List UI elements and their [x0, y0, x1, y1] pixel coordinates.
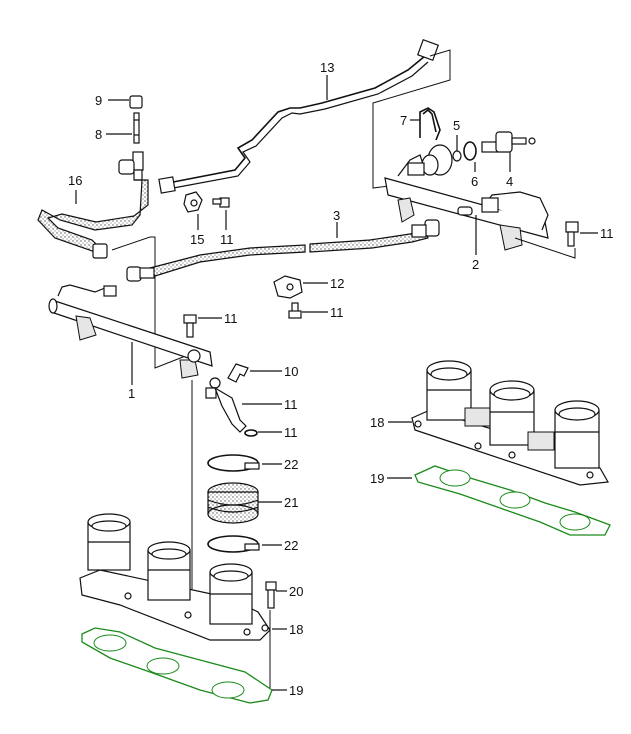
callout-4: 4: [506, 174, 513, 189]
callout-20: 20: [289, 584, 303, 599]
fuel-rail-1: [48, 284, 213, 379]
intake-manifold-18-left: [79, 513, 271, 641]
manifold-gasket-19-right: [414, 465, 611, 536]
hose-clamp-22-bottom: [207, 535, 260, 553]
guide-line: [372, 49, 451, 189]
fuel-hose-17: [37, 179, 149, 253]
hose-17-fitting: [92, 243, 108, 259]
callout-11: 11: [330, 305, 344, 320]
line-clamp-16: [183, 191, 203, 213]
callout-14: 12: [330, 276, 344, 291]
callout-1: 1: [128, 386, 135, 401]
bolt-11-right: [565, 221, 579, 247]
fuel-hose-3-right: [309, 229, 429, 253]
test-valve-8: [133, 112, 140, 144]
hose-clamp-22-top: [207, 454, 260, 472]
hose-3-fitting-right: [411, 219, 440, 238]
o-ring-6: [463, 141, 477, 161]
injector-clip-10: [227, 363, 249, 383]
valve-cap-9: [129, 95, 143, 109]
fuel-line-15: [158, 38, 440, 194]
callout-17: 16: [68, 173, 82, 188]
callout-9: 9: [95, 93, 102, 108]
callout-22: 22: [284, 457, 298, 472]
callout-5: 5: [453, 118, 460, 133]
retaining-clip-7: [419, 107, 441, 141]
callout-15: 13: [320, 60, 334, 75]
bolt-11-mid: [183, 314, 197, 338]
intake-boot-21: [207, 482, 259, 524]
callout-22: 22: [284, 538, 298, 553]
callout-11: 11: [600, 226, 614, 241]
callout-18: 18: [370, 415, 384, 430]
callout-7: 7: [400, 113, 407, 128]
regulator-housing: [407, 144, 453, 176]
callout-18: 18: [289, 622, 303, 637]
callout-21: 21: [284, 495, 298, 510]
callout-11: 11: [220, 232, 234, 247]
guide-line: [514, 237, 576, 259]
fuel-injector-12: [205, 377, 247, 433]
callout-labels: 9 8 16 13 15 11 3 7 5 6 4 2 11 1 11 12 1…: [68, 60, 614, 698]
callout-19: 19: [370, 471, 384, 486]
o-ring-5: [452, 150, 462, 162]
fuel-hose-3: [149, 244, 306, 277]
leader-lines: [75, 75, 598, 691]
callout-6: 6: [471, 174, 478, 189]
hose-3-fitting-left: [126, 266, 155, 282]
fuel-rail-2: [384, 154, 549, 251]
bolt-11-top: [212, 197, 230, 208]
callout-16: 15: [190, 232, 204, 247]
callout-13: 11: [284, 425, 298, 440]
intake-manifold-18-right: [411, 360, 609, 486]
callout-3: 3: [333, 208, 340, 223]
t-fitting: [118, 151, 144, 181]
injector-o-ring-13: [244, 429, 258, 437]
manifold-gasket-19-left: [81, 627, 273, 704]
callout-12: 11: [284, 397, 298, 412]
guide-line: [111, 236, 189, 369]
callout-2: 2: [472, 257, 479, 272]
bolt-11-bracket: [288, 302, 302, 319]
callout-10: 10: [284, 364, 298, 379]
fuel-pressure-regulator-4: [481, 131, 536, 153]
callout-11: 11: [224, 311, 238, 326]
hose-bracket-14: [273, 275, 303, 299]
manifold-bolt-20: [265, 581, 277, 609]
callout-8: 8: [95, 127, 102, 142]
callout-19: 19: [289, 683, 303, 698]
